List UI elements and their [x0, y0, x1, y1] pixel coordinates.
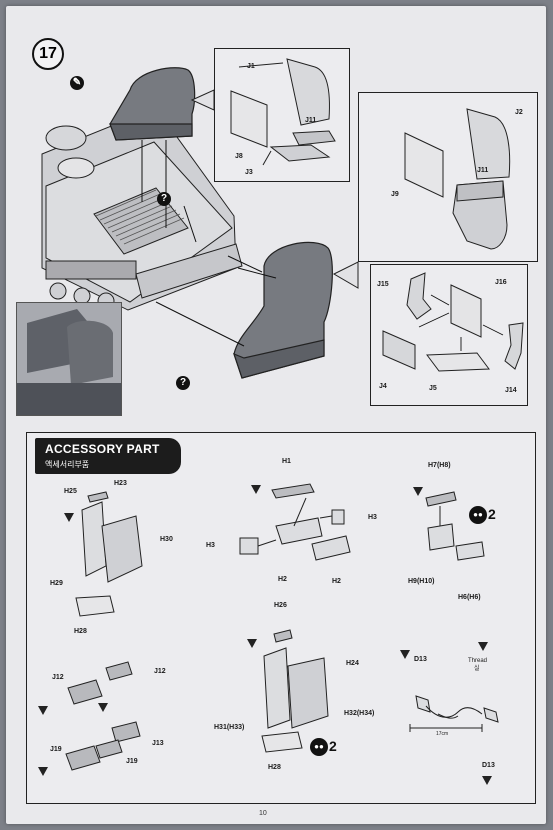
- label-j14: J14: [505, 387, 517, 394]
- quantity-count: 2: [329, 738, 337, 754]
- label-h29: H29: [50, 580, 63, 587]
- label-h2: H2: [332, 578, 341, 585]
- part-j1-drawing: [230, 58, 336, 166]
- cement-marker-icon: [98, 703, 108, 712]
- label-h25: H25: [64, 488, 77, 495]
- assembly-arrows: [141, 140, 277, 347]
- seat-part-top: [109, 67, 196, 141]
- label-length: 17cm: [436, 731, 449, 737]
- label-h6-h6: H6(H6): [458, 594, 481, 601]
- label-h1: H1: [282, 458, 291, 465]
- label-h7-h8: H7(H8): [428, 462, 451, 469]
- quantity-icon: ●●: [310, 738, 328, 756]
- reference-photo: [16, 302, 122, 416]
- cement-marker-icon: [478, 642, 488, 651]
- label-h26: H26: [274, 602, 287, 609]
- label-j19: J19: [126, 758, 138, 765]
- label-h31-h33: H31(H33): [214, 724, 245, 731]
- label-j13: J13: [152, 740, 164, 747]
- cement-marker-icon: [251, 485, 261, 494]
- label-j2: J2: [515, 109, 523, 116]
- label-j1: J1: [247, 63, 255, 70]
- label-j3: J3: [245, 169, 253, 176]
- accessory-title-banner: ACCESSORY PART 액세서리부품: [35, 438, 181, 474]
- label-h3: H3: [206, 542, 215, 549]
- step-number: 17: [32, 38, 64, 70]
- label-j8: J8: [235, 153, 243, 160]
- label-j15: J15: [377, 281, 389, 288]
- attention-icon: ?: [157, 192, 171, 206]
- label-h23: H23: [114, 480, 127, 487]
- label-h28: H28: [74, 628, 87, 635]
- label-thread-korean: 실: [474, 666, 480, 672]
- seat-part-bottom: [233, 241, 333, 379]
- part-j16-drawing: [382, 272, 524, 372]
- cement-marker-icon: [38, 706, 48, 715]
- label-h9-h10: H9(H10): [408, 578, 435, 585]
- label-thread: Thread: [468, 658, 488, 664]
- label-j16: J16: [495, 279, 507, 286]
- detail-frame-j1: J1 J8 J3 J11: [214, 48, 350, 182]
- label-j5: J5: [429, 385, 437, 392]
- tank-photo: [17, 303, 121, 415]
- accessory-parts-diagram: [65, 483, 499, 771]
- label-h28: H28: [268, 764, 281, 771]
- label-j12: J12: [52, 674, 64, 681]
- label-h24: H24: [346, 660, 359, 667]
- cement-marker-icon: [400, 650, 410, 659]
- label-j11: J11: [305, 117, 317, 124]
- label-h32-h34: H32(H34): [344, 710, 375, 717]
- label-d13: D13: [414, 656, 427, 663]
- quantity-icon: ●●: [469, 506, 487, 524]
- label-j9: J9: [391, 191, 399, 198]
- callout-wedge-2: [332, 261, 359, 289]
- cement-icon: ✎: [70, 76, 84, 90]
- label-h3: H3: [368, 514, 377, 521]
- label-j12: J12: [154, 668, 166, 675]
- cement-marker-icon: [247, 639, 257, 648]
- accessory-title: ACCESSORY PART: [45, 442, 160, 456]
- detail-frame-j2: J2 J9 J11: [358, 92, 538, 262]
- cement-marker-icon: [64, 513, 74, 522]
- cement-marker-icon: [482, 776, 492, 785]
- cement-marker-icon: [413, 487, 423, 496]
- label-h30: H30: [160, 536, 173, 543]
- instruction-sheet: 17 ✎: [6, 6, 546, 824]
- label-j4: J4: [379, 383, 387, 390]
- detail-frame-j16: J15 J16 J4 J5 J14: [370, 264, 528, 406]
- page-number: 10: [259, 810, 267, 817]
- label-h2: H2: [278, 576, 287, 583]
- part-j2-drawing: [404, 108, 511, 250]
- label-d13: D13: [482, 762, 495, 769]
- attention-icon: ?: [176, 376, 190, 390]
- quantity-count: 2: [488, 506, 496, 522]
- cement-marker-icon: [38, 767, 48, 776]
- label-j11: J11: [477, 167, 489, 174]
- accessory-subtitle: 액세서리부품: [45, 460, 90, 469]
- label-j19: J19: [50, 746, 62, 753]
